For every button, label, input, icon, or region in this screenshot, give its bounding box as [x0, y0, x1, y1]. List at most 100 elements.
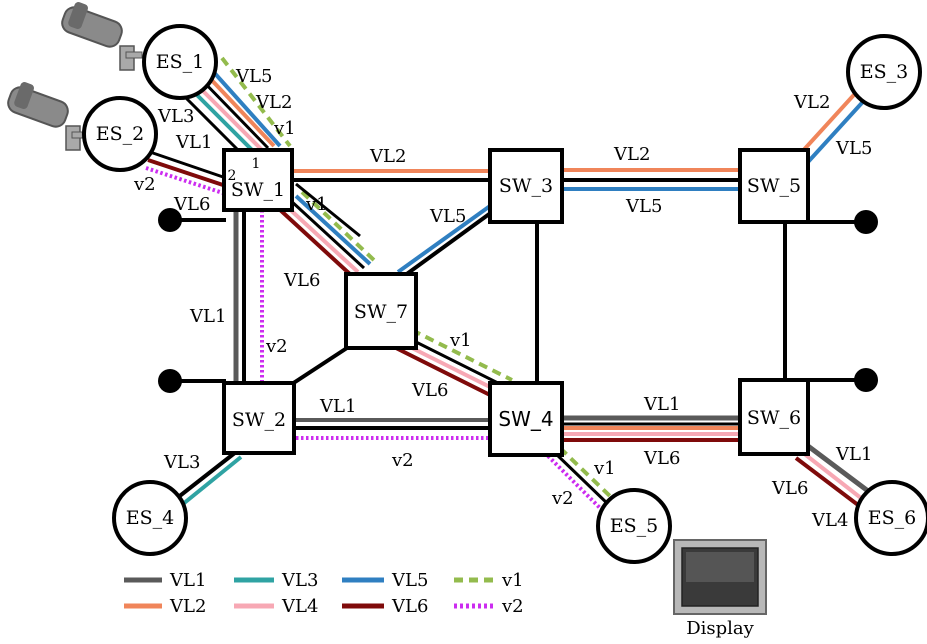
link-es3-sw5	[798, 84, 872, 164]
es-node-es1[interactable]: ES_1	[142, 24, 218, 100]
switches: SW_1 1 2 SW_2 SW_3 SW_4 SW_5 SW_6 SW_7	[222, 148, 810, 457]
link-sw1-sw7	[276, 182, 378, 278]
stub-dot-sw5	[854, 210, 878, 234]
link-label: VL1	[319, 396, 356, 417]
link-label: v2	[265, 336, 288, 357]
switch-label: SW_2	[232, 409, 286, 431]
link-sw4-es5	[546, 446, 616, 514]
legend-item-v1: v1	[454, 570, 524, 591]
switch-node-sw4[interactable]: SW_4	[488, 381, 564, 457]
switch-label: SW_1	[231, 179, 285, 201]
link-label: VL5	[429, 206, 466, 227]
link-label: VL1	[189, 306, 226, 327]
switch-node-sw1[interactable]: SW_1 1 2	[222, 148, 294, 212]
legend: VL1 VL2 VL3 VL4 VL5 VL6 v1	[124, 570, 524, 617]
port-label: 1	[252, 156, 261, 172]
es-label: ES_5	[610, 515, 658, 537]
es-label: ES_1	[156, 51, 204, 73]
stub-terminators	[158, 208, 878, 393]
legend-label: VL1	[169, 570, 206, 591]
legend-item-vl3: VL3	[234, 570, 318, 591]
link-label: VL1	[643, 394, 680, 415]
link-label: VL6	[283, 270, 320, 291]
link-label: VL1	[175, 132, 212, 153]
legend-label: VL4	[281, 596, 318, 617]
legend-label: VL3	[281, 570, 318, 591]
link-sw6-es6	[794, 444, 874, 510]
es-node-es2[interactable]: ES_2	[82, 96, 158, 172]
switch-label: SW_6	[747, 407, 801, 429]
link-label: VL3	[163, 452, 200, 473]
legend-item-vl2: VL2	[124, 596, 206, 617]
es-node-es4[interactable]: ES_4	[112, 480, 188, 556]
link-label: v1	[305, 194, 328, 215]
switch-label: SW_7	[354, 301, 408, 323]
link-sw2-sw7	[290, 344, 352, 386]
link-sw2-es4	[170, 450, 243, 510]
switch-node-sw2[interactable]: SW_2	[222, 381, 296, 455]
switch-label: SW_4	[498, 407, 553, 431]
stub-dot-sw2	[158, 369, 182, 393]
link-label: VL3	[157, 106, 194, 127]
link-sw3-sw5	[562, 168, 740, 191]
link-label: v2	[391, 450, 414, 471]
link-label: v2	[133, 174, 156, 195]
links-layer	[145, 56, 874, 514]
switch-label: SW_5	[747, 175, 801, 197]
end-systems: ES_1 ES_2 ES_3 ES_4 ES_5 ES_6	[82, 24, 927, 564]
camera-icon	[7, 82, 89, 151]
link-label: v2	[551, 488, 574, 509]
switch-node-sw3[interactable]: SW_3	[488, 148, 564, 224]
port-label: 2	[228, 168, 237, 184]
legend-item-vl6: VL6	[342, 596, 428, 617]
link-label: VL2	[369, 146, 406, 167]
link-label: VL5	[625, 196, 662, 217]
es-label: ES_3	[860, 61, 908, 83]
legend-label: v2	[501, 596, 524, 617]
switch-node-sw6[interactable]: SW_6	[738, 378, 810, 456]
link-sw4-sw6	[562, 415, 740, 442]
link-label: v1	[449, 330, 472, 351]
link-label: v1	[273, 118, 296, 139]
es-label: ES_4	[126, 507, 174, 529]
legend-label: VL6	[391, 596, 428, 617]
es-node-es5[interactable]: ES_5	[596, 488, 672, 564]
link-label: VL4	[811, 510, 848, 531]
link-label: v1	[593, 458, 616, 479]
link-sw1-sw2	[233, 210, 264, 383]
legend-item-vl4: VL4	[234, 596, 318, 617]
legend-label: v1	[501, 570, 524, 591]
display-label: Display	[686, 618, 754, 639]
link-label: VL6	[173, 194, 210, 215]
link-sw1-sw3	[292, 169, 492, 182]
stub-dot-sw1	[158, 208, 182, 232]
link-label: VL6	[411, 380, 448, 401]
switch-node-sw5[interactable]: SW_5	[738, 148, 810, 224]
legend-label: VL5	[391, 570, 428, 591]
link-es2-sw1	[145, 150, 227, 196]
es-label: ES_2	[96, 123, 144, 145]
link-sw7-sw3	[396, 204, 494, 278]
link-label: VL6	[771, 478, 808, 499]
display-icon: Display	[673, 539, 767, 639]
link-label: VL2	[255, 92, 292, 113]
link-label: VL1	[835, 444, 872, 465]
link-label: VL2	[613, 144, 650, 165]
es-node-es6[interactable]: ES_6	[854, 480, 927, 556]
link-label: VL6	[643, 448, 680, 469]
legend-item-v2: v2	[454, 596, 524, 617]
switch-node-sw7[interactable]: SW_7	[344, 272, 418, 350]
es-node-es3[interactable]: ES_3	[846, 34, 922, 110]
stub-dot-sw6	[854, 368, 878, 392]
link-label: VL2	[793, 92, 830, 113]
es-label: ES_6	[868, 507, 916, 529]
legend-label: VL2	[169, 596, 206, 617]
legend-item-vl1: VL1	[124, 570, 206, 591]
link-labels: VL5 VL2 v1 VL3 VL1 v2 VL6 VL2 v1 VL2 VL5…	[133, 66, 872, 531]
legend-item-vl5: VL5	[342, 570, 428, 591]
camera-icon	[61, 2, 143, 71]
link-label: VL5	[235, 66, 272, 87]
link-sw2-sw4	[296, 418, 492, 440]
